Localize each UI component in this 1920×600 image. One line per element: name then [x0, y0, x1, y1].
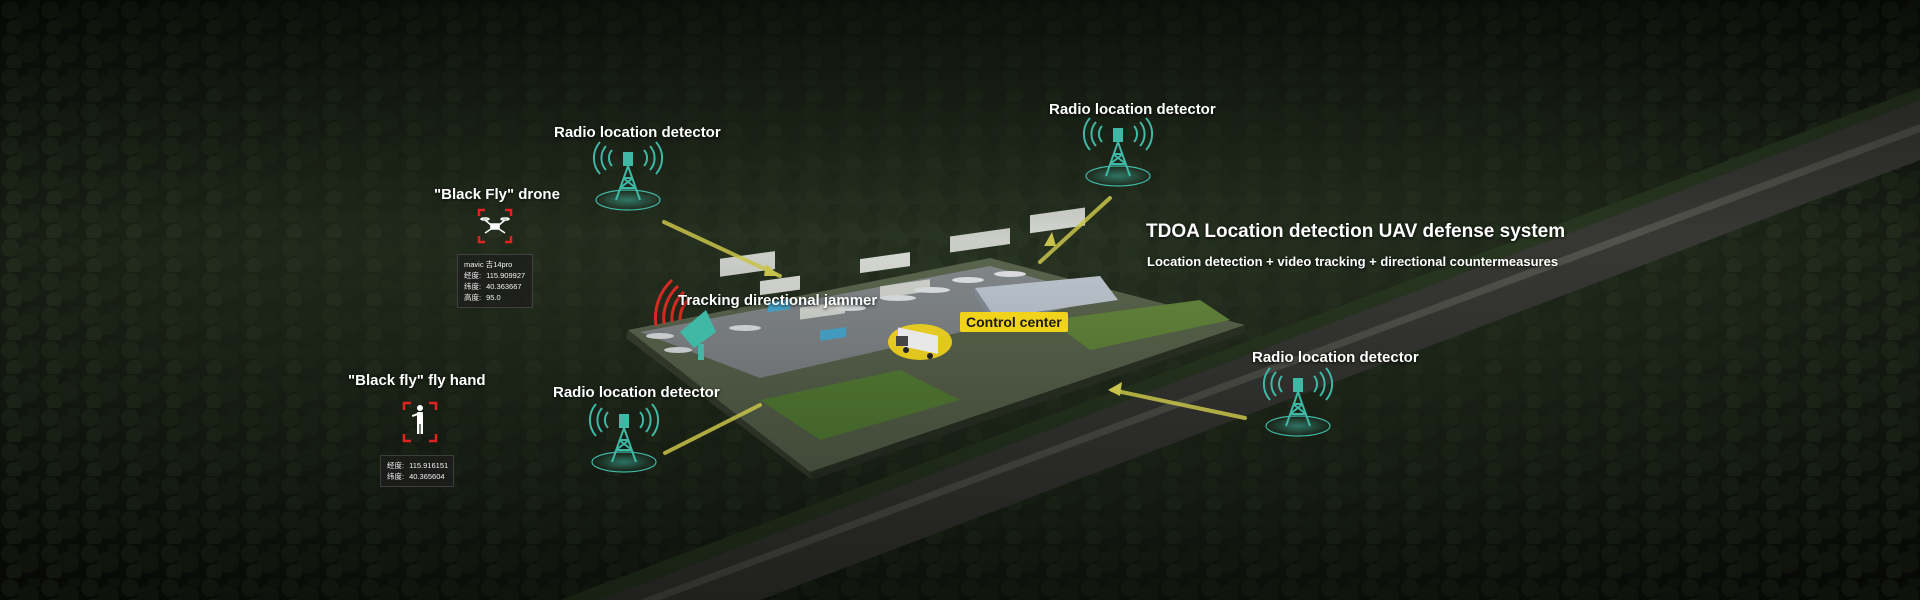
drone-latitude-row: 纬度: 40.363667	[464, 281, 526, 292]
drone-label: "Black Fly" drone	[434, 186, 560, 203]
detector-label-bottom-left: Radio location detector	[553, 384, 720, 401]
link-line-bottom-left	[663, 403, 762, 455]
link-line-right	[1110, 388, 1247, 420]
drone-lon-label: 经度:	[464, 271, 482, 280]
drone-info-panel: mavic 吉14pro 经度: 115.909927 纬度: 40.36366…	[457, 254, 533, 308]
drone-model: mavic 吉14pro	[464, 260, 513, 269]
fly-hand-label: "Black fly" fly hand	[348, 372, 486, 389]
radio-tower-icon	[588, 403, 660, 463]
link-line-top-right	[1038, 196, 1112, 264]
hand-latitude-row: 纬度: 40.365604	[387, 471, 447, 482]
drone-target-icon	[477, 208, 513, 244]
arrowhead-right	[1108, 382, 1122, 396]
jammer-dish-icon	[653, 278, 716, 360]
link-lines	[662, 196, 1247, 455]
hand-lon-label: 经度:	[387, 461, 405, 470]
drone-altitude-row: 高度: 95.0	[464, 292, 526, 303]
hand-info-panel: 经度: 115.916151 纬度: 40.365604	[380, 455, 454, 487]
control-vehicle-icon	[888, 324, 952, 360]
drone-alt-label: 高度:	[464, 293, 482, 302]
radio-tower-bottom-left	[588, 403, 660, 473]
link-line-top-left	[662, 220, 782, 278]
drone-lat-value: 40.363667	[486, 282, 522, 291]
drone-lat-label: 纬度:	[464, 282, 482, 291]
hand-lon-value: 115.916151	[409, 461, 449, 470]
person-target-icon	[402, 401, 438, 443]
drone-alt-value: 95.0	[486, 293, 501, 302]
detector-label-right: Radio location detector	[1252, 349, 1419, 366]
radio-tower-top-left	[592, 141, 664, 211]
radio-tower-top-right	[1082, 117, 1154, 187]
radio-tower-icon	[592, 141, 664, 201]
hand-longitude-row: 经度: 115.916151	[387, 460, 449, 471]
detector-label-top-right: Radio location detector	[1049, 101, 1216, 118]
arrowhead-top-right	[1044, 232, 1056, 246]
hand-lat-value: 40.365604	[409, 472, 445, 481]
radio-tower-icon	[1082, 117, 1154, 177]
page-title: TDOA Location detection UAV defense syst…	[1146, 221, 1566, 242]
control-center-label: Control center	[960, 312, 1068, 332]
drone-longitude-row: 经度: 115.909927	[464, 270, 526, 281]
drone-lon-value: 115.909927	[486, 271, 526, 280]
jammer-label: Tracking directional jammer	[678, 292, 878, 309]
hand-lat-label: 纬度:	[387, 472, 405, 481]
radio-tower-icon	[1262, 367, 1334, 427]
arrowhead-top-left	[764, 264, 780, 276]
radio-tower-right	[1262, 367, 1334, 437]
page-subtitle: Location detection + video tracking + di…	[1147, 254, 1559, 269]
detector-label-top-left: Radio location detector	[554, 124, 721, 141]
